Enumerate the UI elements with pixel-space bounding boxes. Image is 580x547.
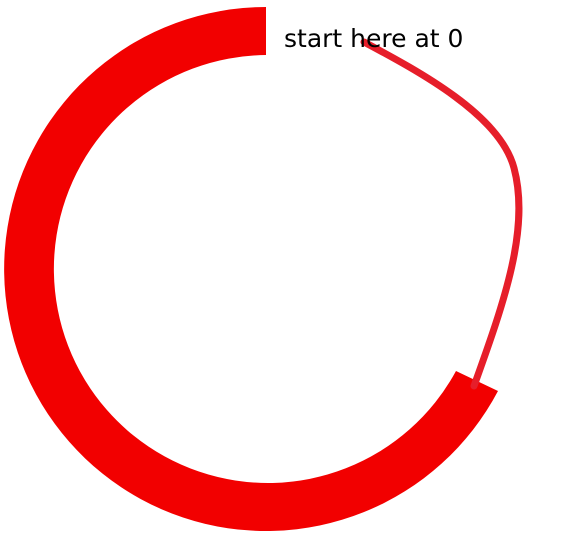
progress-arc [4,7,499,531]
return-path [360,38,523,390]
start-label: start here at 0 [284,24,464,53]
